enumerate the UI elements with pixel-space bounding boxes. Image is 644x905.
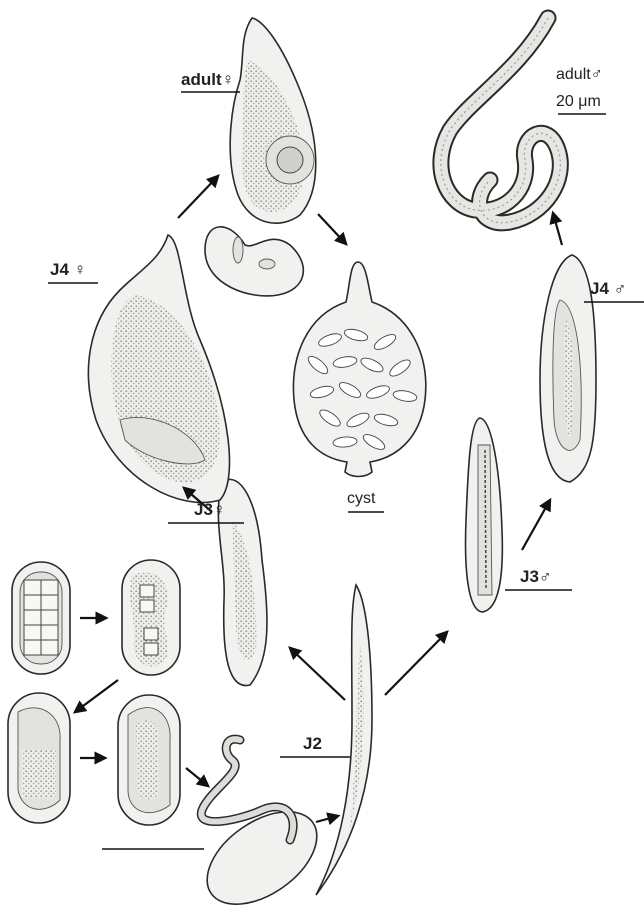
j2-juvenile: [316, 585, 372, 895]
label-j3-male: J3♂: [520, 567, 552, 586]
arrow-adult-female-to-cyst: [318, 214, 346, 244]
j4-male-juvenile: [540, 255, 596, 482]
arrow-egg2-to-egg3: [75, 680, 118, 712]
arrow-j2-to-j3-male: [385, 632, 447, 695]
j3-male-juvenile: [466, 418, 503, 612]
egg-vermiform-embryo: [8, 693, 70, 823]
cyst: [293, 262, 425, 477]
label-j4-female: J4 ♀: [50, 260, 86, 279]
egg-tadpole-stage: [122, 560, 180, 675]
scale-bar-label: 20 μm: [556, 93, 601, 110]
label-j2: J2: [303, 734, 322, 753]
arrow-j2-to-j3-female: [290, 648, 345, 700]
label-j4-male: J4 ♂: [590, 279, 626, 298]
arrow-hatch-to-j2: [316, 816, 338, 822]
label-j3-female: J3♀: [194, 500, 226, 519]
adult-male: [441, 18, 560, 223]
hatching-egg-j2: [191, 739, 334, 905]
egg-j1-inside: [118, 695, 180, 825]
label-adult-female: adult♀: [181, 70, 234, 89]
label-adult-male: adult♂: [556, 66, 603, 83]
arrow-j4-male-to-adult-male: [553, 213, 562, 245]
adult-female: [205, 18, 316, 296]
arrow-j3-male-to-j4-male: [522, 500, 550, 550]
arrow-j4-female-to-adult-female: [178, 176, 218, 218]
j4-female-juvenile: [88, 235, 229, 502]
label-cyst: cyst: [347, 490, 376, 507]
egg-early-embryo: [12, 562, 70, 674]
arrow-egg4-to-hatch: [186, 768, 208, 786]
